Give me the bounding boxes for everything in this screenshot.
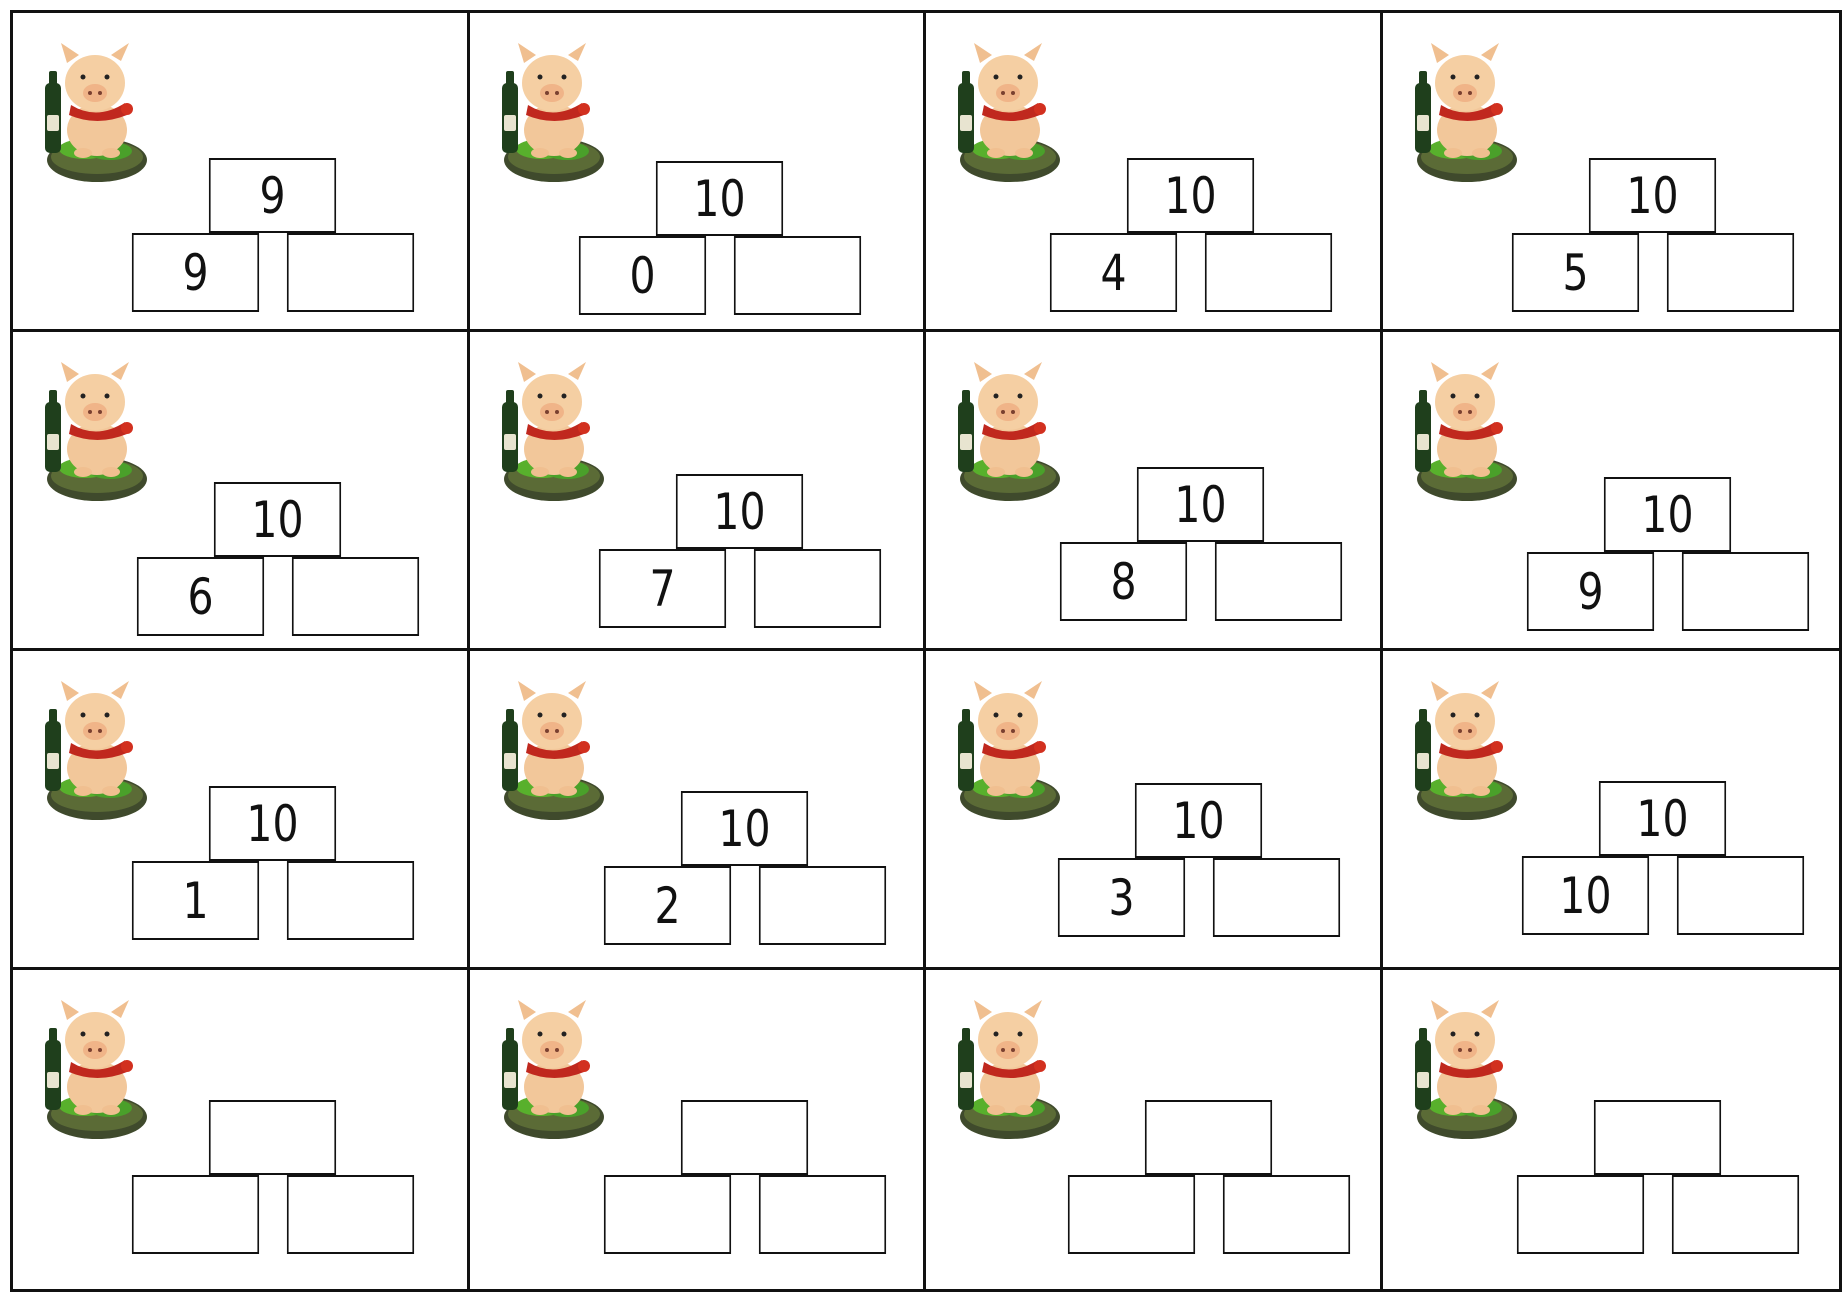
pyramid-card: 10 1 xyxy=(13,651,470,970)
pyramid-top-cell[interactable]: 10 xyxy=(680,791,807,866)
pyramid-left-cell[interactable]: 8 xyxy=(1060,542,1187,621)
pyramid-right-cell[interactable] xyxy=(1666,233,1793,312)
pyramid-card xyxy=(926,970,1383,1289)
pyramid-card xyxy=(1383,970,1840,1289)
pyramid-card: 10 9 xyxy=(1383,332,1840,651)
pyramid-card: 10 2 xyxy=(470,651,927,970)
pyramid-right-cell[interactable] xyxy=(758,866,885,945)
pyramid-card xyxy=(13,970,470,1289)
pyramid-top-cell[interactable]: 10 xyxy=(1598,781,1725,856)
pyramid-right-cell[interactable] xyxy=(287,1175,414,1254)
pig-figurine-icon xyxy=(948,354,1068,504)
pyramid-right-cell[interactable] xyxy=(1205,233,1332,312)
pig-figurine-icon xyxy=(492,992,612,1142)
pig-figurine-icon xyxy=(492,354,612,504)
pyramid-right-cell[interactable] xyxy=(1681,552,1808,631)
pyramid-left-cell[interactable]: 10 xyxy=(1521,856,1648,935)
pyramid-right-cell[interactable] xyxy=(1223,1175,1350,1254)
pyramid-top-cell[interactable] xyxy=(680,1100,807,1175)
pyramid-card: 10 8 xyxy=(926,332,1383,651)
pyramid-right-cell[interactable] xyxy=(287,861,414,940)
pig-figurine-icon xyxy=(35,35,155,185)
pyramid-right-cell[interactable] xyxy=(753,549,880,628)
pyramid-top-cell[interactable]: 10 xyxy=(1127,158,1254,233)
pyramid-card: 9 9 xyxy=(13,13,470,332)
pyramid-left-cell[interactable] xyxy=(603,1175,730,1254)
pig-figurine-icon xyxy=(35,354,155,504)
pig-figurine-icon xyxy=(948,992,1068,1142)
pyramid-left-cell[interactable]: 2 xyxy=(603,866,730,945)
pig-figurine-icon xyxy=(948,35,1068,185)
pyramid-right-cell[interactable] xyxy=(292,557,419,636)
pyramid-top-cell[interactable]: 10 xyxy=(1603,477,1730,552)
pyramid-top-cell[interactable] xyxy=(209,1100,336,1175)
pyramid-card: 10 10 xyxy=(1383,651,1840,970)
pig-figurine-icon xyxy=(35,992,155,1142)
pyramid-left-cell[interactable]: 9 xyxy=(1526,552,1653,631)
pig-figurine-icon xyxy=(1405,35,1525,185)
pyramid-left-cell[interactable]: 7 xyxy=(598,549,725,628)
pyramid-top-cell[interactable]: 10 xyxy=(655,161,782,236)
pyramid-left-cell[interactable] xyxy=(1068,1175,1195,1254)
pig-figurine-icon xyxy=(35,673,155,823)
pig-figurine-icon xyxy=(948,673,1068,823)
pyramid-right-cell[interactable] xyxy=(733,236,860,315)
pig-figurine-icon xyxy=(1405,354,1525,504)
pyramid-right-cell[interactable] xyxy=(1671,1175,1798,1254)
pyramid-right-cell[interactable] xyxy=(758,1175,885,1254)
pyramid-top-cell[interactable]: 10 xyxy=(675,474,802,549)
pyramid-left-cell[interactable]: 1 xyxy=(132,861,259,940)
pyramid-top-cell[interactable]: 10 xyxy=(1137,467,1264,542)
pyramid-right-cell[interactable] xyxy=(1215,542,1342,621)
pig-figurine-icon xyxy=(1405,992,1525,1142)
pyramid-card xyxy=(470,970,927,1289)
pig-figurine-icon xyxy=(492,35,612,185)
pyramid-card: 10 6 xyxy=(13,332,470,651)
pyramid-right-cell[interactable] xyxy=(1676,856,1803,935)
pyramid-card: 10 0 xyxy=(470,13,927,332)
pyramid-left-cell[interactable]: 4 xyxy=(1050,233,1177,312)
pyramid-card: 10 5 xyxy=(1383,13,1840,332)
pyramid-left-cell[interactable]: 9 xyxy=(132,233,259,312)
pyramid-top-cell[interactable]: 10 xyxy=(209,786,336,861)
pyramid-left-cell[interactable] xyxy=(1516,1175,1643,1254)
pyramid-top-cell[interactable] xyxy=(1593,1100,1720,1175)
number-pyramid-grid: 9 9 10 0 10 4 10 5 xyxy=(10,10,1842,1292)
pyramid-left-cell[interactable]: 0 xyxy=(578,236,705,315)
pyramid-card: 10 3 xyxy=(926,651,1383,970)
pyramid-right-cell[interactable] xyxy=(287,233,414,312)
pyramid-left-cell[interactable]: 5 xyxy=(1511,233,1638,312)
pyramid-top-cell[interactable]: 9 xyxy=(209,158,336,233)
pyramid-top-cell[interactable]: 10 xyxy=(1588,158,1715,233)
pyramid-left-cell[interactable] xyxy=(132,1175,259,1254)
pig-figurine-icon xyxy=(492,673,612,823)
pyramid-top-cell[interactable]: 10 xyxy=(1135,783,1262,858)
pyramid-card: 10 4 xyxy=(926,13,1383,332)
pig-figurine-icon xyxy=(1405,673,1525,823)
pyramid-top-cell[interactable] xyxy=(1145,1100,1272,1175)
pyramid-top-cell[interactable]: 10 xyxy=(214,482,341,557)
pyramid-card: 10 7 xyxy=(470,332,927,651)
pyramid-left-cell[interactable]: 6 xyxy=(137,557,264,636)
pyramid-left-cell[interactable]: 3 xyxy=(1058,858,1185,937)
pyramid-right-cell[interactable] xyxy=(1213,858,1340,937)
